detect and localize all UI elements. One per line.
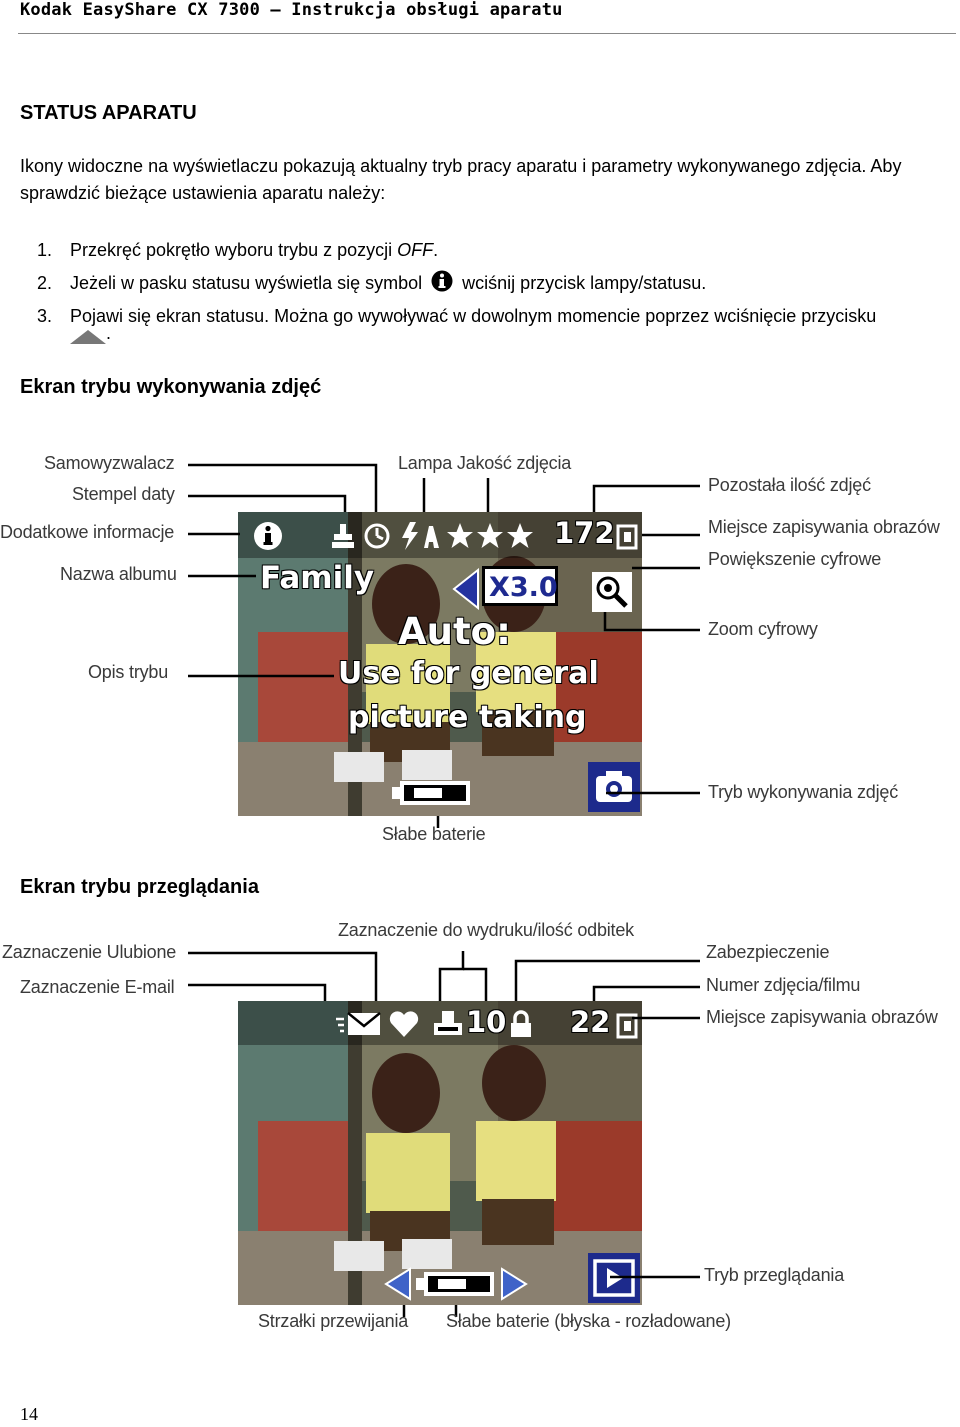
step-number: 1. <box>37 240 53 260</box>
digital-zoom-value: X3.0 <box>489 572 558 603</box>
intro-paragraph: Ikony widoczne na wyświetlaczu pokazują … <box>20 156 902 203</box>
protect-lock-icon <box>511 1010 531 1037</box>
email-tag-icon <box>336 1012 381 1035</box>
label-zaznaczenie-ulubione: Zaznaczenie Ulubione <box>2 942 177 962</box>
page-number: 14 <box>20 1404 38 1424</box>
label-powiekszenie-cyfrowe: Powiększenie cyfrowe <box>708 549 882 569</box>
label-strzalki-przewijania: Strzałki przewijania <box>258 1311 409 1331</box>
picture-number: 22 <box>570 1005 611 1039</box>
label-zaznaczenie-email: Zaznaczenie E-mail <box>20 977 175 997</box>
label-pozostala-ilosc: Pozostała ilość zdjęć <box>708 475 871 495</box>
step-2: 2. Jeżeli w pasku statusu wyświetla się … <box>37 267 937 300</box>
mode-title: Auto: <box>398 610 511 653</box>
section-title: STATUS APARATU <box>20 102 197 124</box>
digital-zoom-box: X3.0 <box>482 566 558 606</box>
label-samowyzwalacz: Samowyzwalacz <box>44 453 175 473</box>
step-off-mode: OFF <box>397 240 434 260</box>
step-1: 1. Przekręć pokrętło wyboru trybu z pozy… <box>37 234 937 267</box>
storage-location-icon <box>616 1013 638 1039</box>
quality-stars-icon <box>447 523 533 548</box>
step-text: Pojawi się ekran statusu. Można go wywoł… <box>70 306 877 326</box>
header-divider <box>18 33 956 34</box>
step-text-end: . <box>106 323 112 343</box>
review-lcd-photo: 10 22 <box>238 1001 642 1305</box>
review-screen-title: Ekran trybu przeglądania <box>20 876 259 898</box>
review-screen-figure: 10 22 <box>0 915 960 1345</box>
print-count: 10 <box>466 1005 507 1039</box>
step-number: 2. <box>37 273 53 293</box>
scroll-right-arrow-icon <box>501 1267 528 1301</box>
capture-mode-icon <box>588 762 640 812</box>
label-zaznaczenie-wydruku: Zaznaczenie do wydruku/ilość odbitek <box>338 920 634 940</box>
status-button-icon <box>70 330 106 344</box>
label-stempel-daty: Stempel daty <box>72 484 175 504</box>
date-stamp-icon <box>332 524 354 548</box>
scroll-left-arrow-icon <box>384 1267 411 1301</box>
capture-screen-figure: 172 Family X3.0 Auto: Use for general pi… <box>0 440 960 850</box>
label-zabezpieczenie: Zabezpieczenie <box>706 942 830 962</box>
label-opis-trybu: Opis trybu <box>88 662 169 682</box>
album-name: Family <box>260 560 375 596</box>
label-slabe-baterie-blyska: Słabe baterie (błyska - rozładowane) <box>446 1311 731 1331</box>
zoom-left-arrow-icon <box>452 568 479 610</box>
low-battery-icon <box>392 781 470 805</box>
step-text-end: wciśnij przycisk lampy/statusu. <box>462 273 707 293</box>
review-mode-icon <box>588 1253 640 1303</box>
label-slabe-baterie: Słabe baterie <box>382 824 486 844</box>
step-number: 3. <box>37 306 53 326</box>
label-miejsce-zapisywania: Miejsce zapisywania obrazów <box>706 1007 938 1027</box>
label-nazwa-albumu: Nazwa albumu <box>60 564 177 584</box>
capture-lcd-photo: 172 Family X3.0 Auto: Use for general pi… <box>238 512 642 816</box>
label-zoom-cyfrowy: Zoom cyfrowy <box>708 619 818 639</box>
label-tryb-przegladania: Tryb przeglądania <box>704 1265 845 1285</box>
capture-screen-title: Ekran trybu wykonywania zdjęć <box>20 376 322 398</box>
favorite-heart-icon <box>389 1011 419 1037</box>
pictures-remaining: 172 <box>554 516 615 550</box>
mode-description-line-2: picture taking <box>348 700 587 735</box>
step-text: Jeżeli w pasku statusu wyświetla się sym… <box>70 273 423 293</box>
step-text: Przekręć pokrętło wyboru trybu z pozycji <box>70 240 398 260</box>
label-numer-zdjecia: Numer zdjęcia/filmu <box>706 975 861 995</box>
label-dodatkowe-informacje: Dodatkowe informacje <box>0 522 175 542</box>
step-3: 3. Pojawi się ekran statusu. Można go wy… <box>37 300 937 333</box>
low-battery-icon <box>416 1272 494 1296</box>
label-lampa-jakosc: Lampa Jakość zdjęcia <box>398 453 572 473</box>
label-tryb-wykonywania: Tryb wykonywania zdjęć <box>708 782 899 802</box>
storage-location-icon <box>616 524 638 550</box>
step-3-continuation: . <box>70 322 111 344</box>
info-icon <box>431 270 453 292</box>
mode-description-line-1: Use for general <box>338 656 599 691</box>
digital-zoom-icon <box>592 572 632 612</box>
steps-list: 1. Przekręć pokrętło wyboru trybu z pozy… <box>37 234 937 333</box>
flash-auto-icon <box>402 522 439 550</box>
info-icon <box>254 522 282 550</box>
label-miejsce-zapisywania: Miejsce zapisywania obrazów <box>708 517 940 537</box>
self-timer-icon <box>364 523 390 549</box>
print-tag-icon <box>434 1011 462 1035</box>
step-text-end: . <box>433 240 439 260</box>
running-head: Kodak EasyShare CX 7300 – Instrukcja obs… <box>20 0 563 20</box>
